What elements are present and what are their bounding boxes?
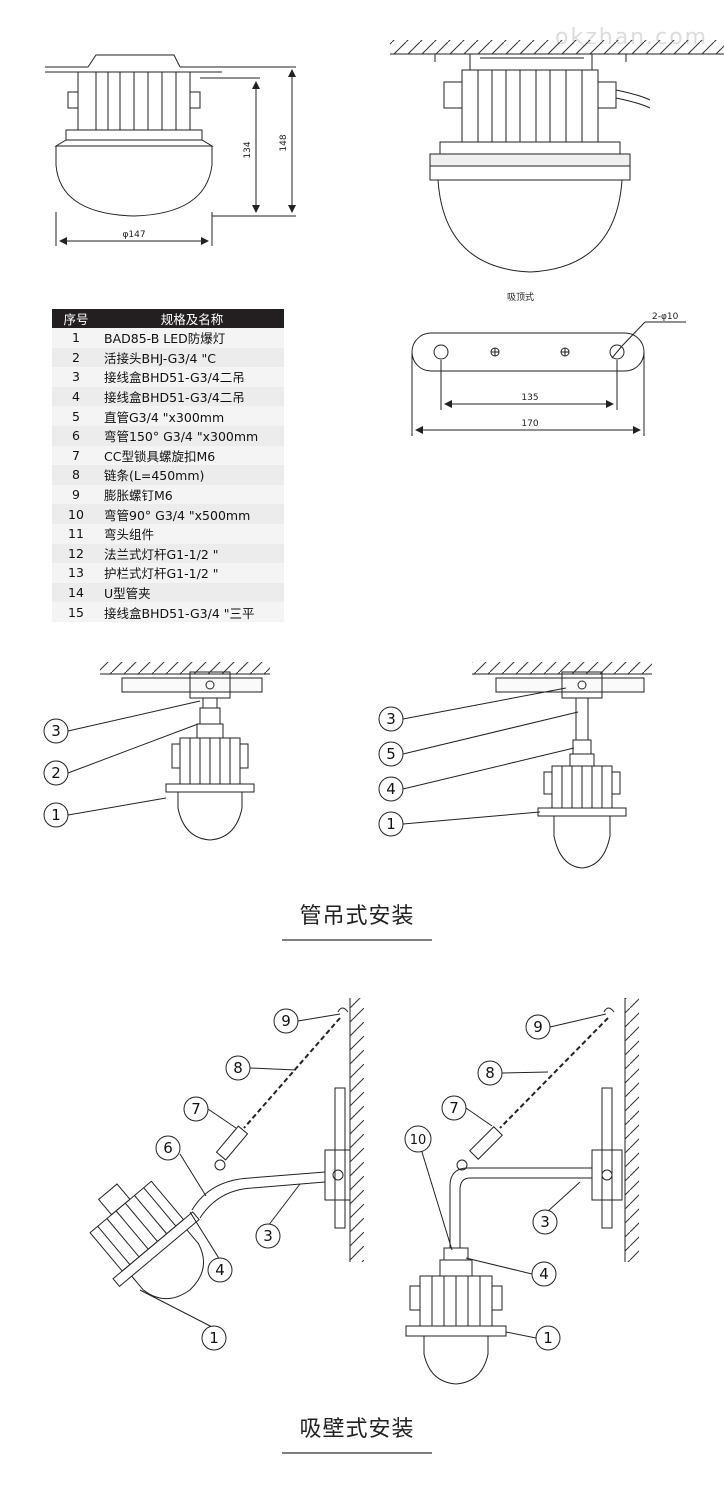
- part-spec: U型管夹: [100, 582, 284, 603]
- part-spec: 直管G3/4 "x300mm: [100, 406, 284, 426]
- part-spec: BAD85-B LED防爆灯: [100, 328, 284, 348]
- dim-total-length: 170: [521, 419, 538, 429]
- pendant-left-callouts: 3 2 1: [43, 718, 69, 828]
- mount-plate-title: 吸顶式: [507, 291, 534, 303]
- callout-10: 10: [410, 1133, 427, 1148]
- callout-3: 3: [540, 1213, 550, 1231]
- callout-6: 6: [163, 1139, 173, 1157]
- wall-right-drawing: [405, 998, 639, 1385]
- callout-4: 4: [215, 1261, 225, 1279]
- part-number: 1: [52, 328, 100, 348]
- part-spec: 链条(L=450mm): [100, 465, 284, 485]
- dim-diameter-147: φ147: [122, 230, 145, 240]
- callout-2: 2: [51, 764, 61, 782]
- part-number: 5: [52, 406, 100, 426]
- part-number: 7: [52, 445, 100, 466]
- part-spec: CC型锁具螺旋扣M6: [100, 445, 284, 466]
- part-number: 14: [52, 582, 100, 603]
- pendant-left-drawing: [67, 662, 270, 841]
- callout-3: 3: [386, 710, 396, 728]
- part-spec: 活接头BHJ-G3/4 "C: [100, 347, 284, 368]
- wall-left-callouts: 9 8 7 6 4 3 1: [155, 1008, 299, 1351]
- dim-height-134: 134: [243, 141, 253, 158]
- pendant-right-drawing: [402, 662, 652, 869]
- header-no: 序号: [52, 309, 100, 328]
- callout-1: 1: [51, 806, 61, 824]
- mount-plate-drawing: [411, 321, 686, 436]
- wall-left-drawing: [89, 998, 364, 1329]
- wall-section-title: 吸壁式安装: [299, 1417, 414, 1442]
- part-spec: 弯管90° G3/4 "x500mm: [100, 504, 284, 524]
- part-spec: 膨胀螺钉M6: [100, 484, 284, 505]
- callout-9: 9: [281, 1012, 291, 1030]
- callout-5: 5: [386, 745, 396, 763]
- callout-1: 1: [543, 1329, 553, 1347]
- callout-9: 9: [533, 1018, 543, 1036]
- top-right-ceiling-fixture: [390, 40, 724, 273]
- part-number: 15: [52, 602, 100, 622]
- part-spec: 法兰式灯杆G1-1/2 ": [100, 543, 284, 564]
- hole-note: 2-φ10: [652, 312, 679, 322]
- callout-3: 3: [263, 1227, 273, 1245]
- part-number: 12: [52, 543, 100, 564]
- part-spec: 接线盒BHD51-G3/4二吊: [100, 386, 284, 407]
- callout-8: 8: [233, 1059, 243, 1077]
- callout-1: 1: [209, 1329, 219, 1347]
- top-left-fixture-drawing: [45, 54, 296, 246]
- callout-4: 4: [386, 780, 396, 798]
- part-number: 9: [52, 484, 100, 505]
- callout-8: 8: [485, 1064, 495, 1082]
- part-spec: 护栏式灯杆G1-1/2 ": [100, 563, 284, 583]
- callout-7: 7: [191, 1100, 201, 1118]
- part-number: 4: [52, 386, 100, 407]
- part-number: 6: [52, 425, 100, 446]
- dim-hole-spacing: 135: [521, 393, 538, 403]
- part-number: 10: [52, 504, 100, 524]
- header-spec: 规格及名称: [100, 309, 284, 328]
- callout-7: 7: [449, 1099, 459, 1117]
- callout-4: 4: [539, 1265, 549, 1283]
- pendant-section-title: 管吊式安装: [299, 904, 414, 929]
- part-spec: 接线盒BHD51-G3/4二吊: [100, 367, 284, 387]
- part-number: 2: [52, 347, 100, 368]
- part-spec: 弯头组件: [100, 523, 284, 544]
- part-number: 3: [52, 367, 100, 387]
- part-spec: 接线盒BHD51-G3/4 "三平: [100, 602, 284, 622]
- callout-3: 3: [51, 722, 61, 740]
- dim-height-148: 148: [279, 134, 289, 151]
- parts-table-header: 序号 规格及名称: [52, 309, 284, 328]
- part-number: 8: [52, 465, 100, 485]
- callout-1: 1: [386, 815, 396, 833]
- part-number: 11: [52, 523, 100, 544]
- pendant-right-callouts: 3 5 4 1: [378, 706, 404, 837]
- wall-right-callouts: 9 8 7 10 3 4 1: [404, 1014, 561, 1351]
- part-spec: 弯管150° G3/4 "x300mm: [100, 425, 284, 446]
- part-number: 13: [52, 563, 100, 583]
